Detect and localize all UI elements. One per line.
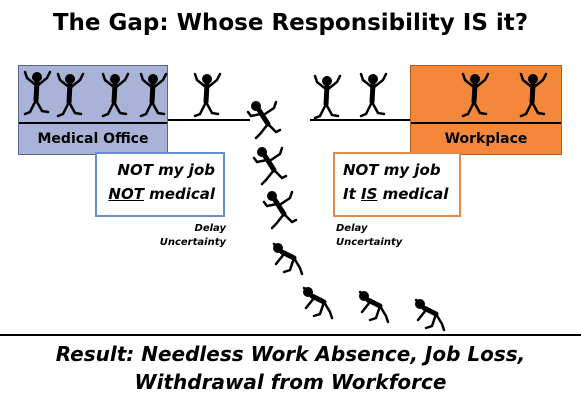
workplace-note: NOT my job It IS medical [333,152,461,217]
stick-figure-icon [519,72,548,118]
left-uncertainty-text: Uncertainty [159,237,226,248]
stick-figure-icon [359,72,388,118]
right-uncertainty-text: Uncertainty [336,237,403,248]
result-line1: Result: Needless Work Absence, Job Loss, [55,342,526,366]
right-note-pre: It [343,185,361,203]
right-ledge-line [310,119,410,121]
left-delay-text: Delay [194,223,226,234]
slide-title: The Gap: Whose Responsibility IS it? [52,10,529,36]
left-note-rest: medical [143,185,215,203]
left-ledge-line [168,119,250,121]
stick-figure-icon [23,70,52,116]
stick-figure-icon [461,72,490,118]
stick-figure-icon [272,242,304,276]
stick-figure-icon [193,72,222,118]
workplace-label: Workplace [411,122,561,154]
result-line2: Withdrawal from Workforce [134,370,447,394]
right-note-line1: NOT my job [343,161,441,179]
left-note-emphasis: NOT [108,185,144,203]
medical-office-note: NOT my job NOT medical [95,152,225,217]
stick-figure-icon [56,72,85,118]
result-text: Result: Needless Work Absence, Job Loss,… [0,340,581,396]
stick-figure-icon [246,100,282,140]
bottom-divider [0,334,581,336]
stick-figure-icon [313,74,342,120]
stick-figure-icon [302,286,334,320]
left-note-line2: NOT medical [105,182,215,206]
stick-figure-icon [414,298,446,332]
right-note-emphasis: IS [360,185,378,203]
medical-office-label: Medical Office [19,122,167,154]
right-note-line2: It IS medical [343,182,451,206]
right-note-rest: medical [377,185,449,203]
stick-figure-icon [358,290,390,324]
right-delay-text: Delay [336,223,368,234]
stick-figure-icon [101,72,130,118]
right-delay-note: Delay Uncertainty [336,222,416,250]
left-note-line1: NOT my job [117,161,215,179]
stick-figure-icon [252,146,288,186]
stick-figure-icon [139,72,168,118]
left-delay-note: Delay Uncertainty [150,222,226,250]
stick-figure-icon [262,190,298,230]
